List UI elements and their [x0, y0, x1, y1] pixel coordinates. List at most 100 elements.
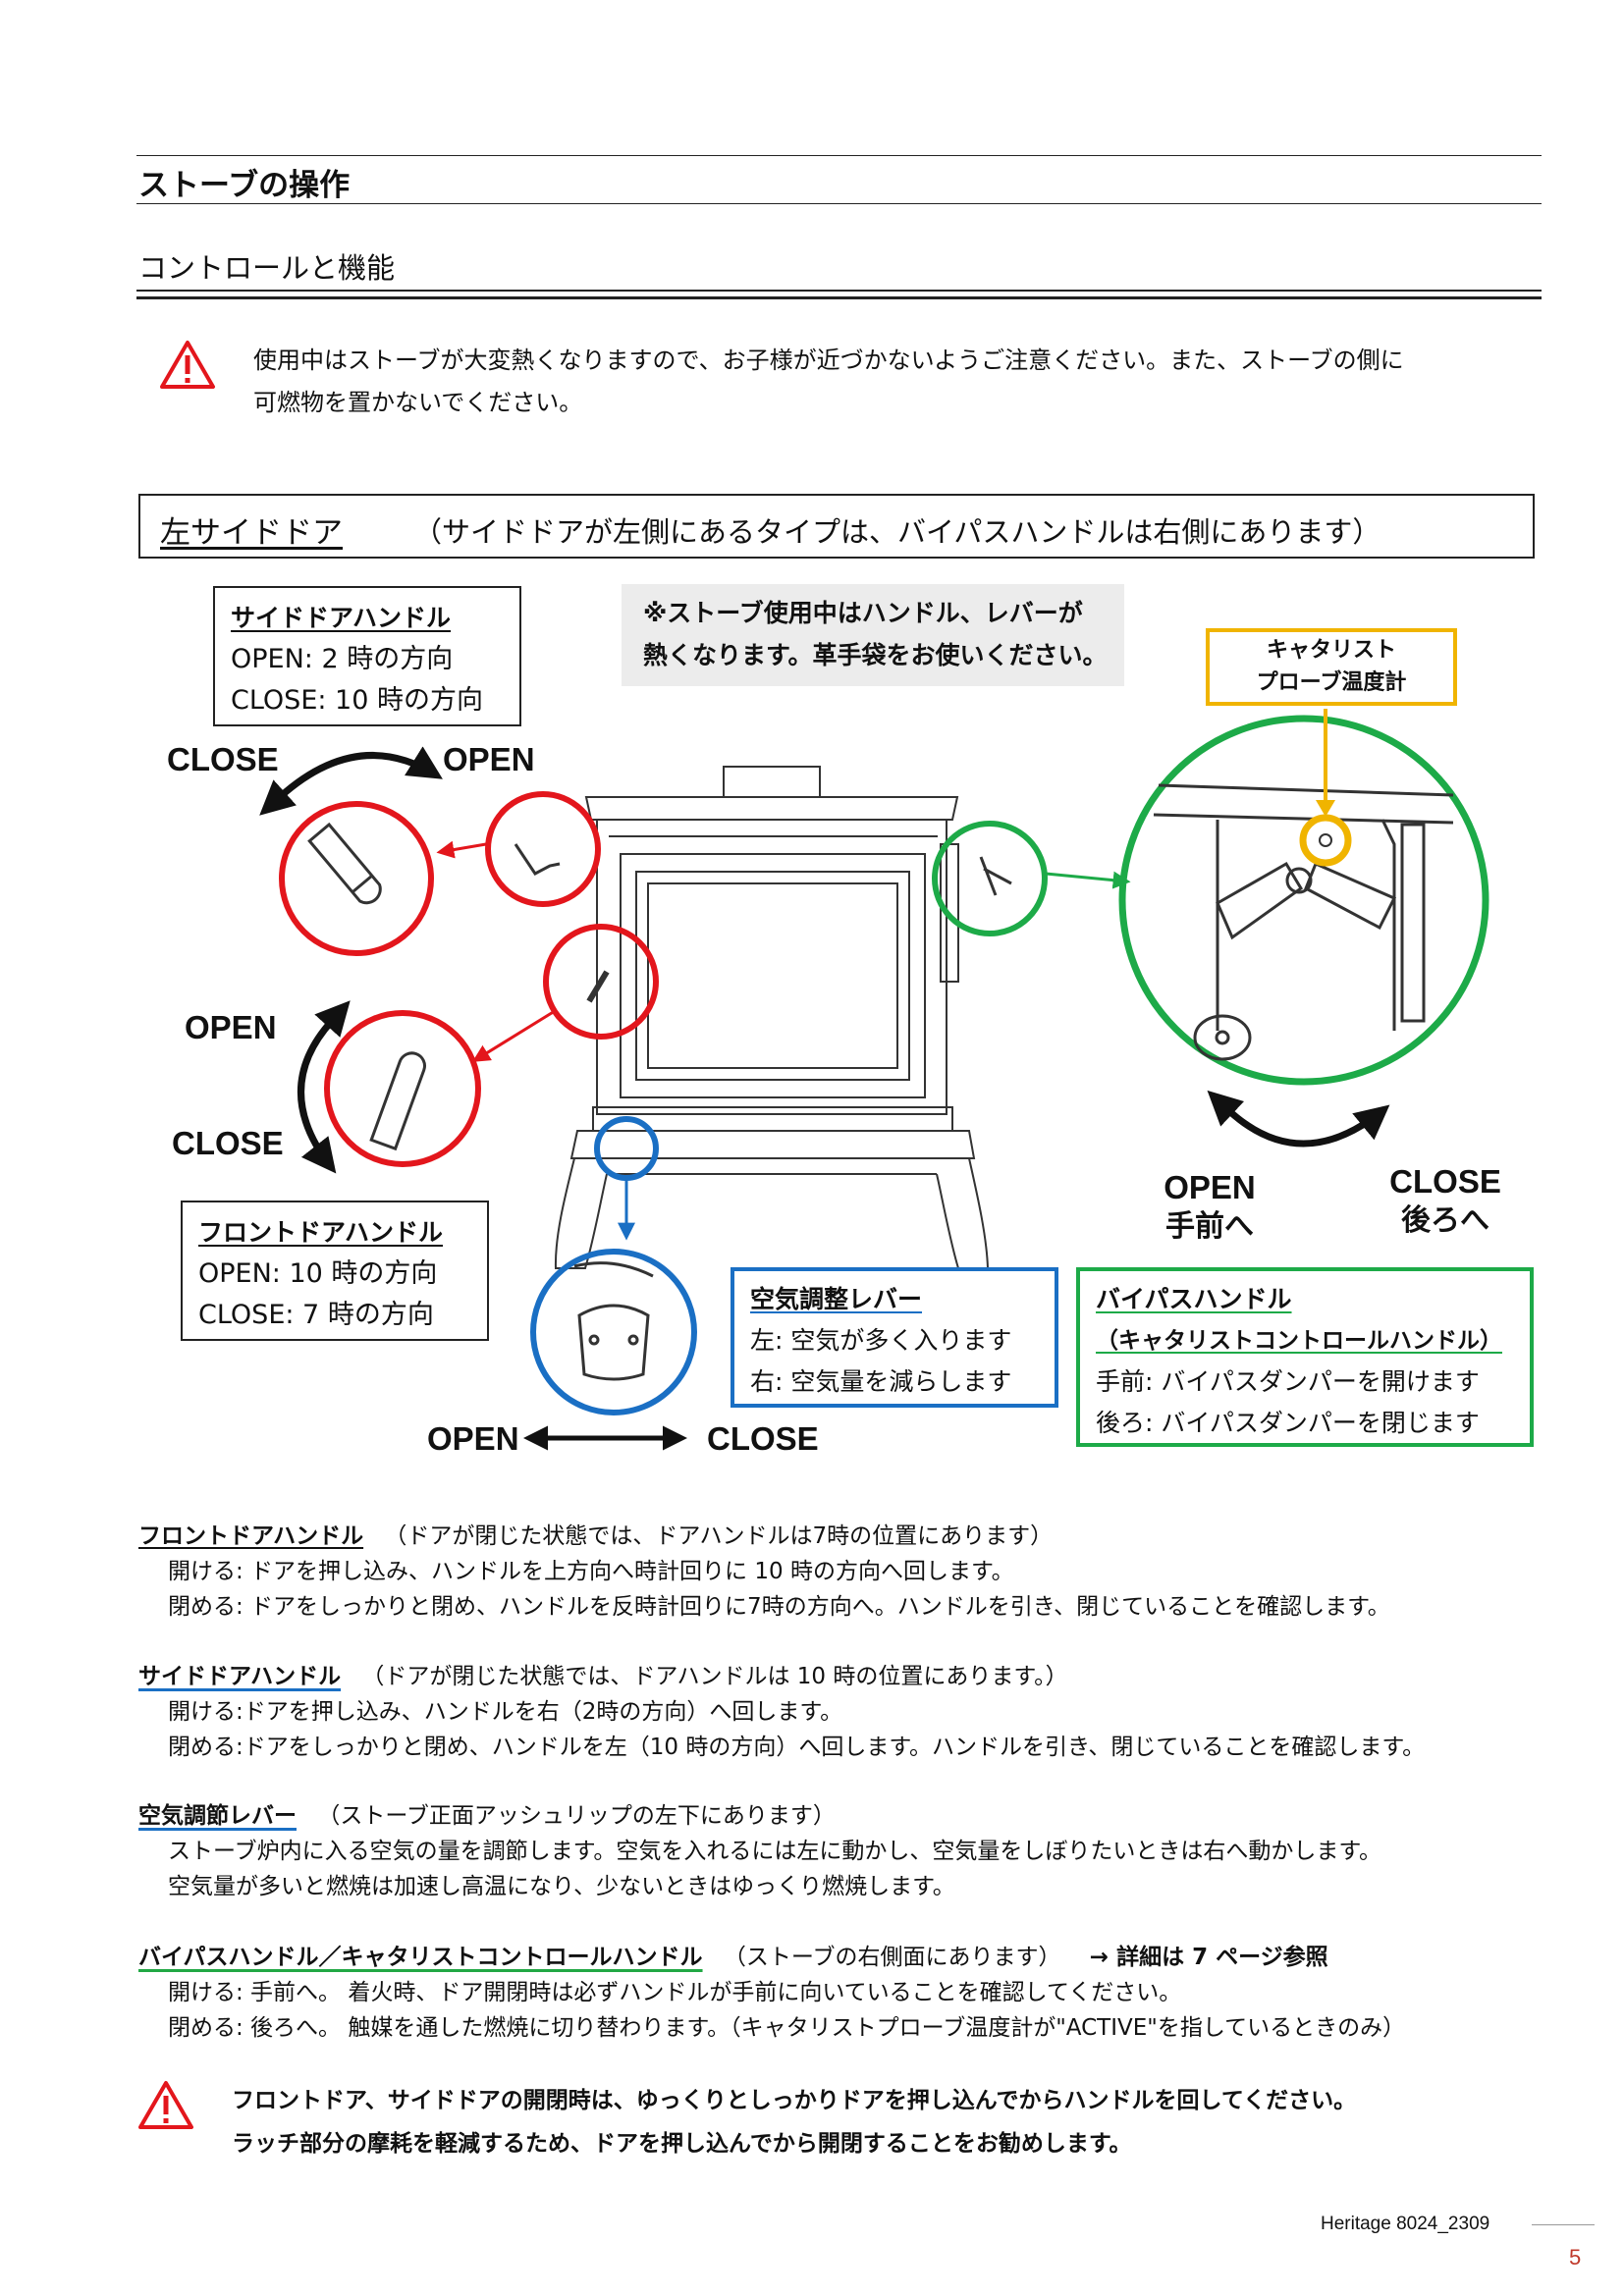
bypass-close-jp: 後ろへ: [1401, 1203, 1489, 1238]
top-warning-text: 使用中はストーブが大変熱くなりますので、お子様が近づかないようご注意ください。ま…: [253, 340, 1404, 424]
bypass-front: 手前: バイパスダンパーを開けます: [1096, 1367, 1480, 1396]
hot-note-line-1: ※ストーブ使用中はハンドル、レバーが: [643, 599, 1083, 627]
front-open-label: OPEN: [185, 1009, 277, 1045]
section-side-door-handle: サイドドアハンドル （ドアが閉じた状態では、ドアハンドルは 10 時の位置にあり…: [138, 1659, 1425, 1765]
header-rule-mid: [136, 203, 1542, 204]
bypass-open-jp: 手前へ: [1165, 1209, 1254, 1244]
side-handle-close: CLOSE: 10 時の方向: [231, 685, 484, 716]
top-warning-line-2: 可燃物を置かないでください。: [253, 389, 583, 416]
air-lever-circle: [594, 1116, 659, 1181]
bypass-handle-drawing: [979, 856, 1012, 896]
section-ref-bypass: → 詳細は 7 ページ参照: [1089, 1945, 1328, 1970]
side-handle-zoom-circle: [279, 801, 434, 956]
section-front-door-handle: フロントドアハンドル （ドアが閉じた状態では、ドアハンドルは7時の位置にあります…: [138, 1519, 1390, 1625]
section-title-bypass: バイパスハンドル／キャタリストコントロールハンドル: [138, 1945, 703, 1970]
header-rule-top: [136, 155, 1542, 156]
bypass-zoom-drawing: [1153, 783, 1454, 1061]
front-handle-callout: フロントドアハンドル OPEN: 10 時の方向 CLOSE: 7 時の方向: [181, 1201, 489, 1341]
air-close-label: CLOSE: [707, 1420, 819, 1457]
door-type-note: （サイドドアが左側にあるタイプは、バイパスハンドルは右側にあります）: [413, 515, 1381, 549]
footer-rule: [1532, 2224, 1595, 2225]
section-line-air-1: ストーブ炉内に入る空気の量を調節します。空気を入れるには左に動かし、空気量をしぼ…: [168, 1839, 1382, 1864]
warning-triangle-icon: [160, 341, 215, 389]
bypass-close-en: CLOSE: [1389, 1163, 1501, 1200]
bottom-warning-line-2: ラッチ部分の摩耗を軽減するため、ドアを押し込んでから開閉することをお勧めします。: [232, 2131, 1132, 2157]
section-title: ストーブの操作: [138, 168, 351, 203]
door-type-title: 左サイドドア: [160, 515, 343, 551]
section-line-bypass-open: 開ける: 手前へ。 着火時、ドア開閉時は必ずハンドルが手前に向いていることを確認…: [168, 1980, 1182, 2005]
bottom-warning-line-1: フロントドア、サイドドアの開閉時は、ゆっくりとしっかりドアを押し込んでからハンド…: [232, 2088, 1357, 2113]
probe-line-1: キャタリスト: [1266, 638, 1396, 663]
bypass-open-label: OPEN 手前へ: [1156, 1168, 1264, 1247]
bypass-callout: バイパスハンドル （キャタリストコントロールハンドル） 手前: バイパスダンパー…: [1076, 1267, 1534, 1447]
probe-thermometer-callout: キャタリスト プローブ温度計: [1206, 628, 1457, 706]
warning-triangle-icon: [138, 2081, 193, 2129]
bypass-subtitle: （キャタリストコントロールハンドル）: [1096, 1328, 1502, 1354]
air-lever-title: 空気調整レバー: [750, 1285, 923, 1313]
bypass-zoom-circle: [1118, 715, 1489, 1086]
section-note-bypass: （ストーブの右側面にあります）: [723, 1945, 1061, 1970]
top-warning-line-1: 使用中はストーブが大変熱くなりますので、お子様が近づかないようご注意ください。ま…: [253, 347, 1404, 374]
air-lever-left: 左: 空気が多く入ります: [750, 1326, 1012, 1355]
side-open-label: OPEN: [443, 741, 535, 777]
front-handle-open: OPEN: 10 時の方向: [198, 1258, 438, 1289]
hot-note-line-2: 熱くなります。革手袋をお使いください。: [643, 641, 1108, 669]
side-handle-zoom-drawing: [307, 822, 382, 905]
bypass-back: 後ろ: バイパスダンパーを閉じます: [1096, 1409, 1480, 1437]
air-lever-right: 右: 空気量を減らします: [750, 1367, 1012, 1396]
side-handle-drawing: [514, 843, 561, 876]
section-air-lever: 空気調節レバー （ストーブ正面アッシュリップの左下にあります） ストーブ炉内に入…: [138, 1798, 1381, 1904]
side-handle-rotation-arrow: [259, 746, 443, 816]
footer-doc-id: Heritage 8024_2309: [1321, 2214, 1490, 2234]
bypass-title: バイパスハンドル: [1096, 1285, 1292, 1313]
front-close-label: CLOSE: [172, 1125, 284, 1161]
front-handle-zoom-drawing: [369, 1051, 426, 1151]
page-number: 5: [1569, 2245, 1582, 2269]
side-handle-pointer-arrow: [436, 840, 487, 859]
front-handle-circle: [543, 924, 659, 1040]
hot-handle-note: ※ストーブ使用中はハンドル、レバーが 熱くなります。革手袋をお使いください。: [622, 584, 1124, 686]
section-line-air-2: 空気量が多いと燃焼は加速し高温になり、少ないときはゆっくり燃焼します。: [168, 1874, 955, 1899]
air-open-label: OPEN: [427, 1420, 519, 1457]
bypass-pointer-arrow: [1045, 871, 1131, 889]
bypass-open-en: OPEN: [1164, 1169, 1256, 1205]
side-close-label: CLOSE: [167, 741, 279, 777]
subsection-title: コントロールと機能: [138, 251, 396, 285]
section-line-front-close: 閉める: ドアをしっかりと閉め、ハンドルを反時計回りに7時の方向へ。ハンドルを引…: [168, 1594, 1390, 1620]
side-handle-title: サイドドアハンドル: [231, 604, 452, 632]
front-handle-rotation-arrow: [298, 1000, 351, 1174]
front-handle-pointer-arrow: [471, 1009, 556, 1062]
front-handle-title: フロントドアハンドル: [198, 1218, 444, 1247]
front-handle-zoom-circle: [324, 1010, 481, 1167]
section-bypass-handle: バイパスハンドル／キャタリストコントロールハンドル （ストーブの右側面にあります…: [138, 1940, 1405, 2046]
section-note-front: （ドアが閉じた状態では、ドアハンドルは7時の位置にあります）: [384, 1523, 1054, 1549]
side-handle-callout: サイドドアハンドル OPEN: 2 時の方向 CLOSE: 10 時の方向: [213, 586, 521, 726]
bottom-warning-text: フロントドア、サイドドアの開閉時は、ゆっくりとしっかりドアを押し込んでからハンド…: [232, 2079, 1356, 2165]
section-line-bypass-close: 閉める: 後ろへ。 触媒を通した燃焼に切り替わります。（キャタリストプローブ温度…: [168, 2015, 1406, 2041]
air-lever-zoom-circle: [530, 1249, 697, 1415]
bypass-rotation-arrow: [1207, 1090, 1390, 1148]
probe-line-2: プローブ温度計: [1256, 670, 1407, 695]
section-title-side: サイドドアハンドル: [138, 1664, 342, 1689]
header-rule-double-1: [136, 290, 1542, 292]
front-handle-drawing: [586, 970, 610, 1003]
side-handle-open: OPEN: 2 時の方向: [231, 644, 454, 674]
section-title-air: 空気調節レバー: [138, 1803, 297, 1829]
probe-circle: [1299, 814, 1352, 867]
side-handle-circle: [485, 791, 601, 907]
door-type-box: 左サイドドア （サイドドアが左側にあるタイプは、バイパスハンドルは右側にあります…: [138, 494, 1535, 559]
bypass-close-label: CLOSE 後ろへ: [1386, 1162, 1504, 1241]
air-lever-callout: 空気調整レバー 左: 空気が多く入ります 右: 空気量を減らします: [731, 1267, 1058, 1408]
front-handle-close: CLOSE: 7 時の方向: [198, 1300, 434, 1330]
section-line-side-close: 閉める:ドアをしっかりと閉め、ハンドルを左（10 時の方向）へ回します。ハンドル…: [168, 1735, 1426, 1760]
header-rule-double-2: [136, 296, 1542, 299]
section-note-side: （ドアが閉じた状態では、ドアハンドルは 10 時の位置にあります。）: [361, 1664, 1068, 1689]
stove-illustration: [554, 766, 990, 1269]
section-line-side-open: 開ける:ドアを押し込み、ハンドルを右（2時の方向）へ回します。: [168, 1699, 843, 1725]
air-lever-zoom-drawing: [573, 1261, 654, 1381]
section-line-front-open: 開ける: ドアを押し込み、ハンドルを上方向へ時計回りに 10 時の方向へ回します…: [168, 1559, 1014, 1584]
bypass-handle-circle: [932, 821, 1048, 936]
section-title-front: フロントドアハンドル: [138, 1523, 364, 1549]
section-note-air: （ストーブ正面アッシュリップの左下にあります）: [317, 1803, 836, 1829]
